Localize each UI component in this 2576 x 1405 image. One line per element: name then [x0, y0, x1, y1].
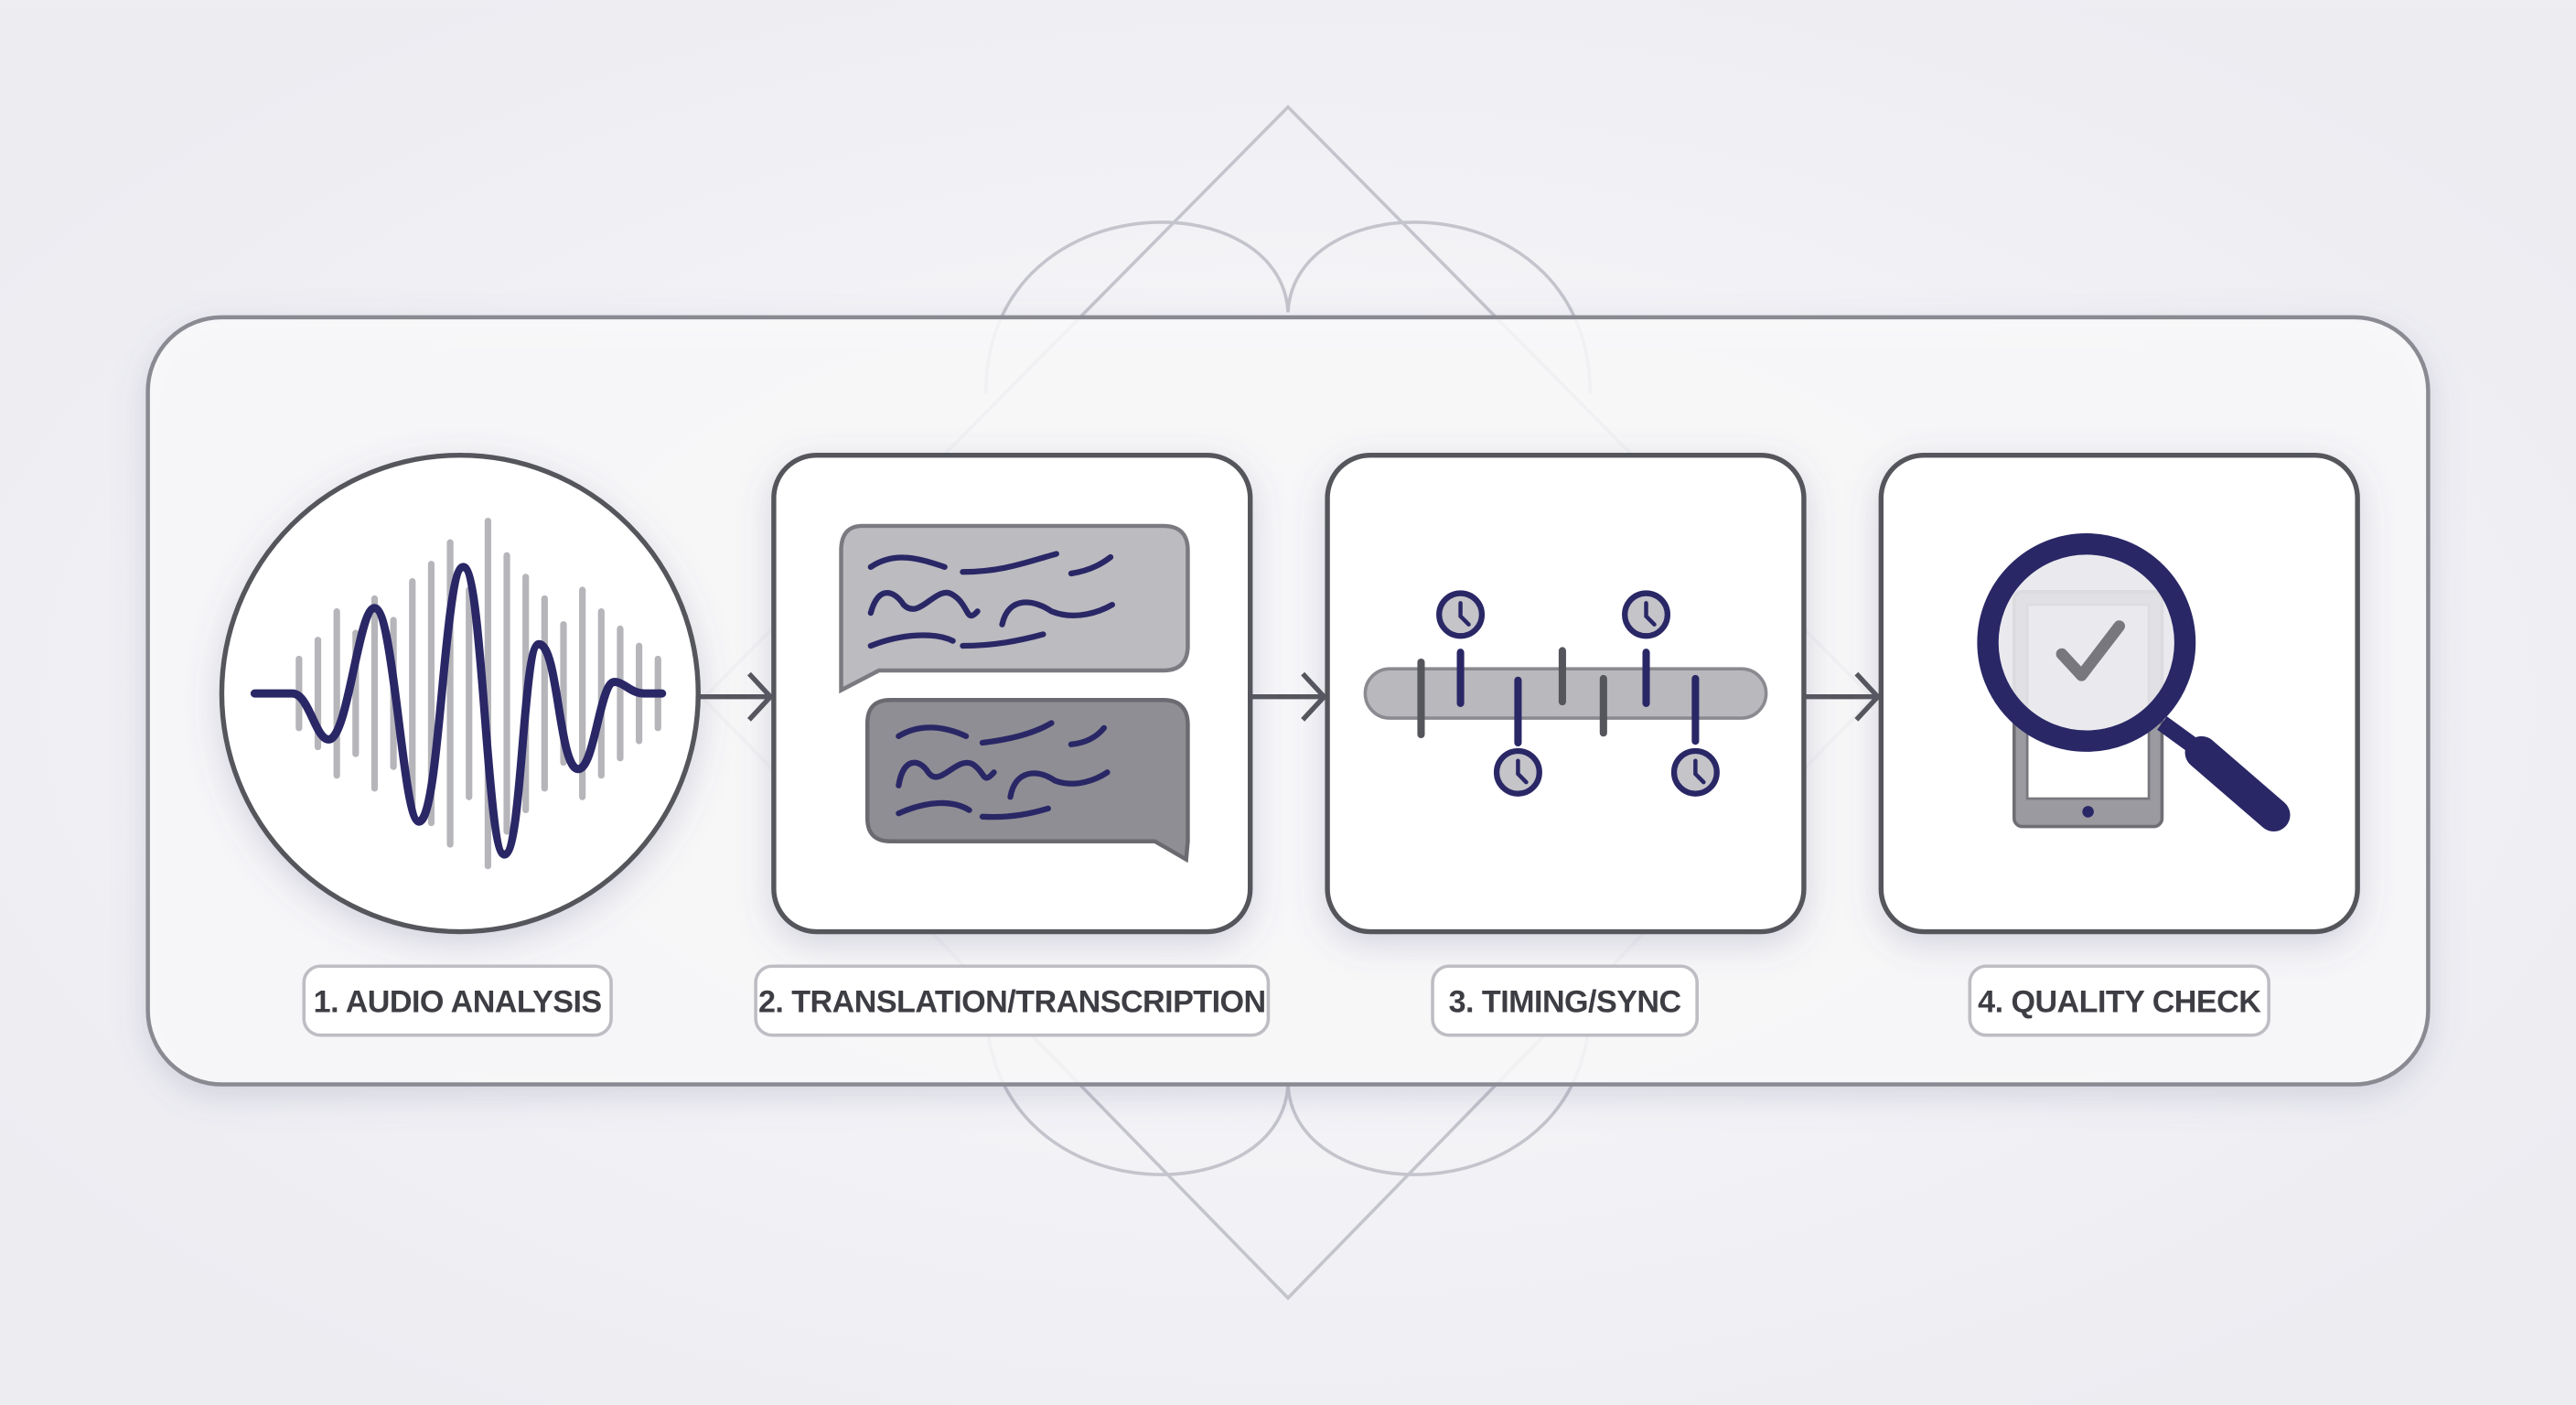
step-4-label-text: 4. QUALITY CHECK [1978, 985, 2261, 1020]
waveform-icon [250, 517, 667, 870]
clock-icon [1493, 747, 1542, 797]
step-timing-sync [1325, 453, 1807, 935]
step-3-label-text: 3. TIMING/SYNC [1449, 985, 1681, 1020]
arrow-2-to-3 [1251, 671, 1328, 722]
pipeline-panel [145, 315, 2431, 1087]
arrows [698, 671, 1882, 722]
step-2-label: 2. TRANSLATION/TRANSCRIPTION [754, 964, 1271, 1037]
step-1-label: 1. AUDIO ANALYSIS [302, 964, 613, 1037]
step-1-label-text: 1. AUDIO ANALYSIS [314, 985, 602, 1020]
timeline-clock-icon [1363, 590, 1768, 797]
step-audio-analysis [219, 453, 701, 935]
arrow-1-to-2 [698, 671, 774, 722]
step-quality-check [1878, 453, 2360, 935]
magnifier-tablet-check-icon [1977, 533, 2291, 831]
clock-icon [1670, 747, 1720, 797]
step-3-label: 3. TIMING/SYNC [1431, 964, 1699, 1037]
step-4-label: 4. QUALITY CHECK [1968, 964, 2270, 1037]
step-1-frame [219, 453, 701, 935]
step-2-label-text: 2. TRANSLATION/TRANSCRIPTION [758, 985, 1266, 1020]
arrow-3-to-4 [1805, 671, 1882, 722]
clock-icon [1622, 590, 1670, 639]
magnifier-icon [1977, 533, 2196, 752]
clock-icon [1436, 590, 1486, 639]
step-labels: 1. AUDIO ANALYSIS 2. TRANSLATION/TRANSCR… [302, 964, 2270, 1037]
chat-bubbles-icon [839, 523, 1190, 863]
step-translation-transcription [771, 453, 1253, 935]
checkmark-icon [2055, 620, 2126, 681]
